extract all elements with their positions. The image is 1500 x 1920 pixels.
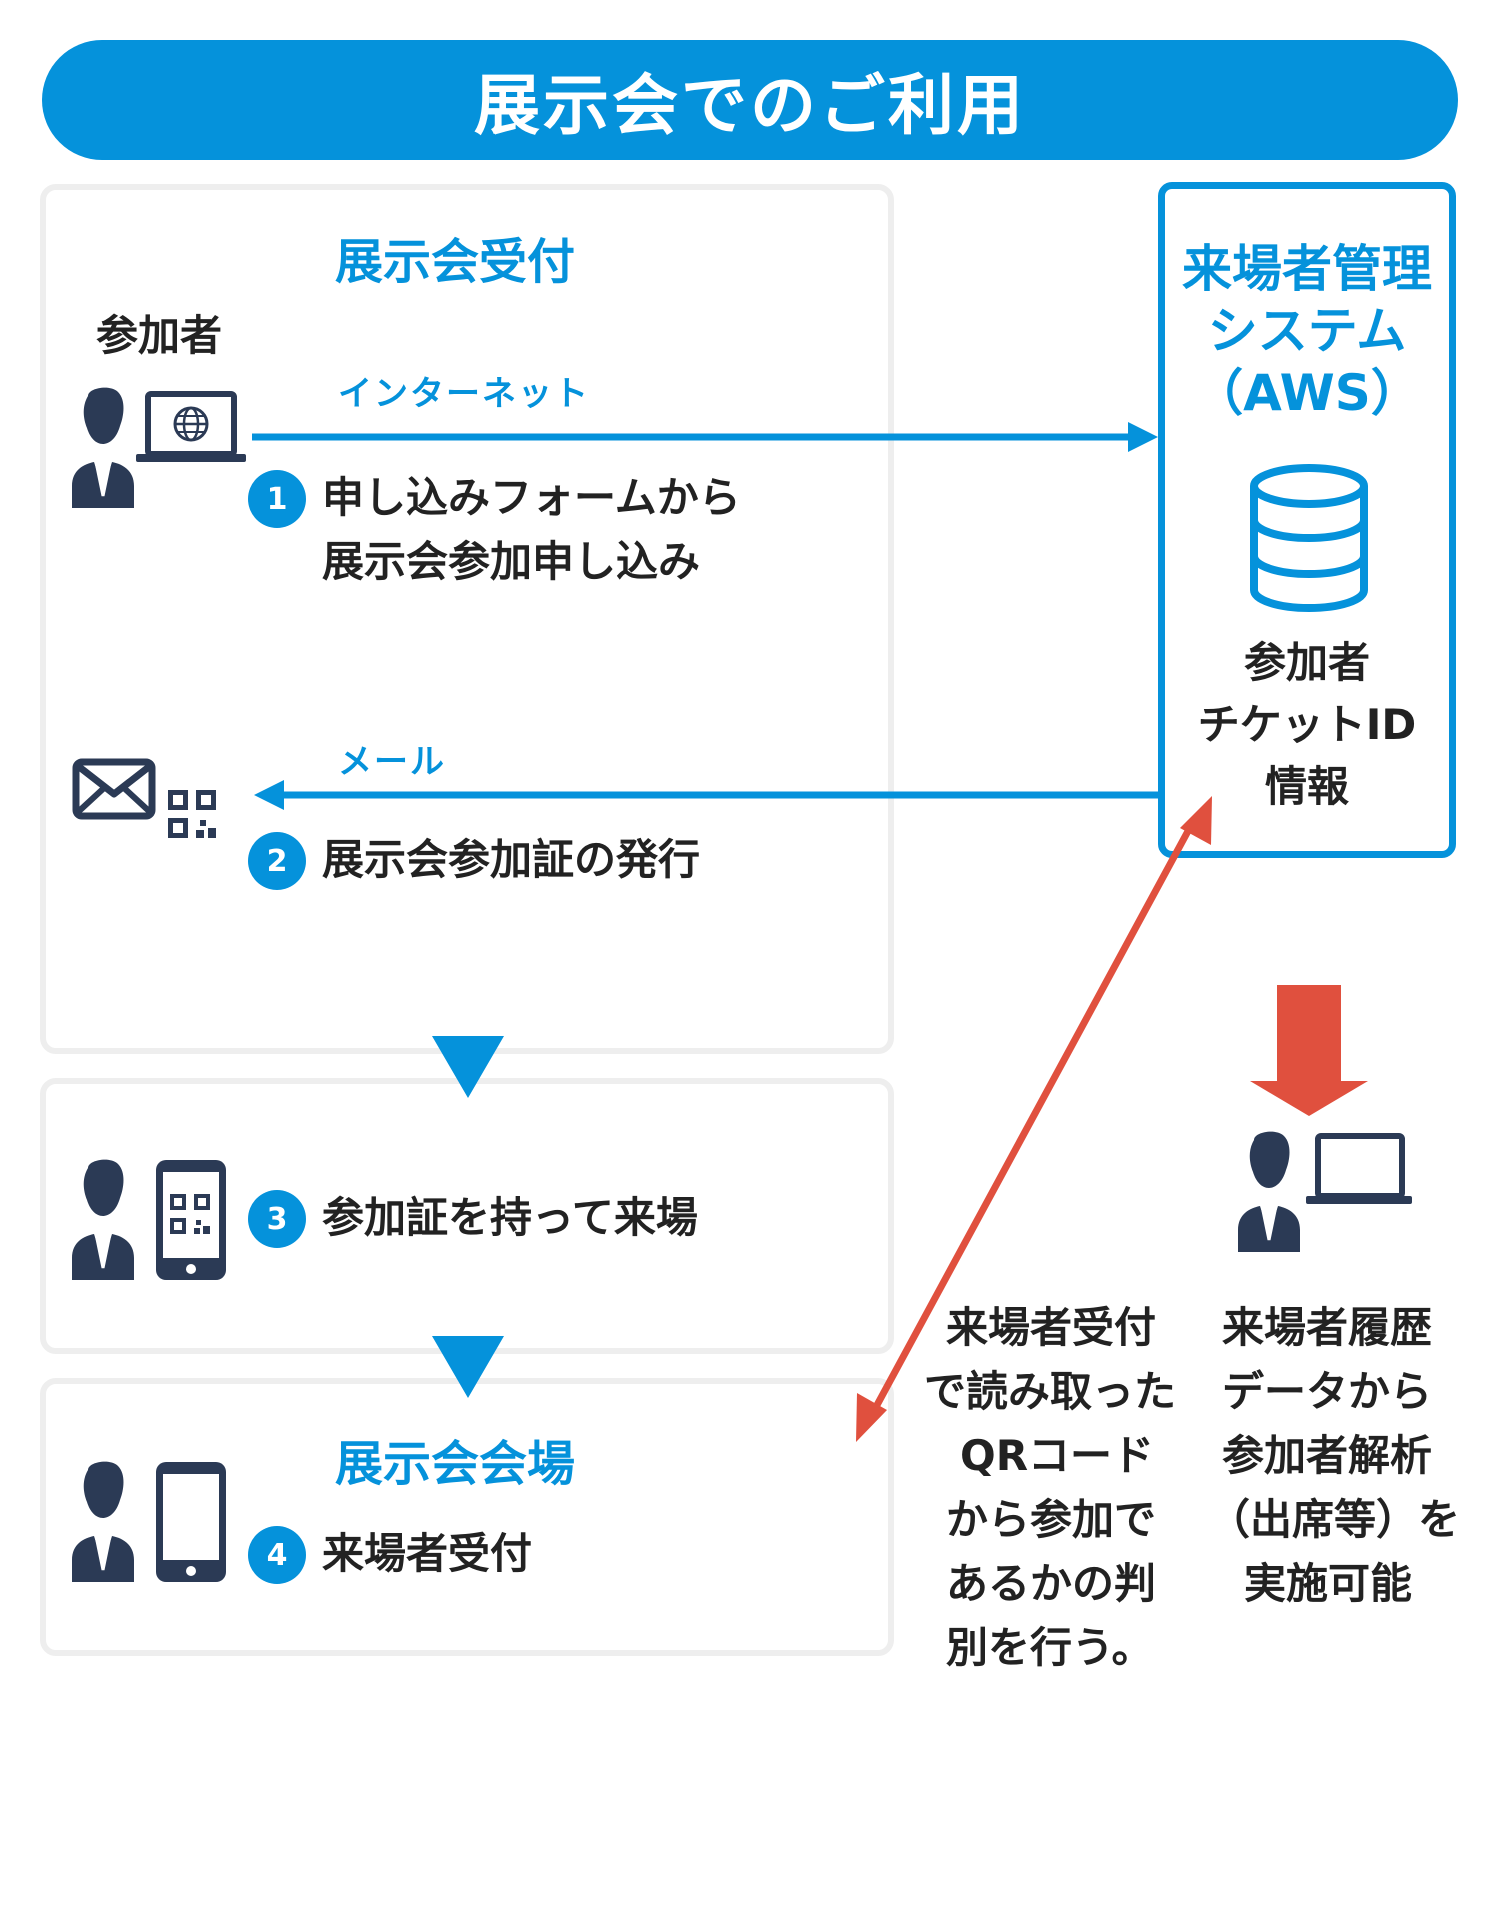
mail-label: メール: [338, 742, 446, 782]
analysis-arrow-head: [1250, 1081, 1368, 1116]
flow-down-triangle-2: [432, 1336, 504, 1398]
aws-title-line-1: 来場者管理: [1182, 240, 1432, 298]
verification-arrow-head-bottom: [856, 1393, 887, 1442]
step-3-badge: 3: [248, 1190, 306, 1248]
step-2-text: 展示会参加証の発行: [322, 835, 701, 884]
person-laptop-icon: [72, 387, 246, 508]
aws-title-line-2: システム: [1207, 302, 1407, 360]
analysis-note-line-1: 来場者履歴: [1222, 1303, 1433, 1352]
aws-info-line-2: チケットID: [1197, 700, 1417, 749]
verification-arrow: [866, 818, 1198, 1420]
reception-note-line-2: で読み取った: [924, 1367, 1177, 1416]
aws-system-title: 来場者管理 システム （AWS）: [1165, 238, 1449, 424]
reception-note: 来場者受付 で読み取った QRコード から参加で あるかの判 別を行う。: [924, 1296, 1176, 1680]
aws-title-line-3: （AWS）: [1193, 364, 1421, 422]
mail-icon: [72, 758, 156, 820]
database-icon: [1250, 464, 1368, 613]
analysis-note-line-3: 参加者解析: [1222, 1431, 1433, 1480]
reception-panel: [40, 184, 894, 1054]
reception-note-line-5: あるかの判: [946, 1559, 1157, 1608]
step-1-badge: 1: [248, 470, 306, 528]
analysis-note-line-4: （出席等）を: [1208, 1495, 1461, 1544]
person-phone-qr-icon: [72, 1159, 226, 1280]
page-title: 展示会でのご利用: [42, 40, 1458, 160]
step-3-text: 参加証を持って来場: [322, 1193, 698, 1242]
internet-arrow-head: [1128, 422, 1158, 452]
reception-note-line-4: から参加で: [946, 1495, 1157, 1544]
analysis-arrow-shaft: [1277, 985, 1341, 1081]
aws-info-line-1: 参加者: [1243, 638, 1370, 687]
aws-system-box: [1158, 182, 1456, 858]
step-4-text: 来場者受付: [322, 1529, 533, 1578]
qr-code-icon: [168, 790, 216, 838]
mail-arrow-head: [254, 780, 284, 810]
aws-info-line-3: 情報: [1264, 762, 1349, 811]
analysis-note-line-5: 実施可能: [1244, 1559, 1413, 1608]
reception-note-line-1: 来場者受付: [946, 1303, 1157, 1352]
participant-label: 参加者: [96, 311, 223, 360]
globe-icon: [173, 406, 209, 442]
verification-arrow-head-top: [1180, 796, 1212, 845]
reception-title: 展示会受付: [335, 234, 576, 290]
step-1-text: 申し込みフォームから 展示会参加申し込み: [322, 466, 741, 594]
reception-note-line-3: QRコード: [960, 1431, 1155, 1480]
step-2-badge: 2: [248, 832, 306, 890]
step-1-line1: 申し込みフォームから: [322, 473, 741, 522]
flow-down-triangle-1: [432, 1036, 504, 1098]
analysis-note-line-2: データから: [1222, 1367, 1433, 1416]
analysis-note: 来場者履歴 データから 参加者解析 （出席等）を 実施可能: [1208, 1296, 1460, 1616]
step-4-badge: 4: [248, 1526, 306, 1584]
reception-note-line-6: 別を行う。: [946, 1623, 1154, 1672]
aws-system-info: 参加者 チケットID 情報: [1165, 632, 1449, 818]
person-computer-icon: [1238, 1131, 1412, 1252]
venue-title: 展示会会場: [335, 1436, 576, 1492]
person-phone-icon: [72, 1461, 226, 1582]
internet-label: インターネット: [338, 374, 590, 414]
step-1-line2: 展示会参加申し込み: [322, 537, 701, 586]
